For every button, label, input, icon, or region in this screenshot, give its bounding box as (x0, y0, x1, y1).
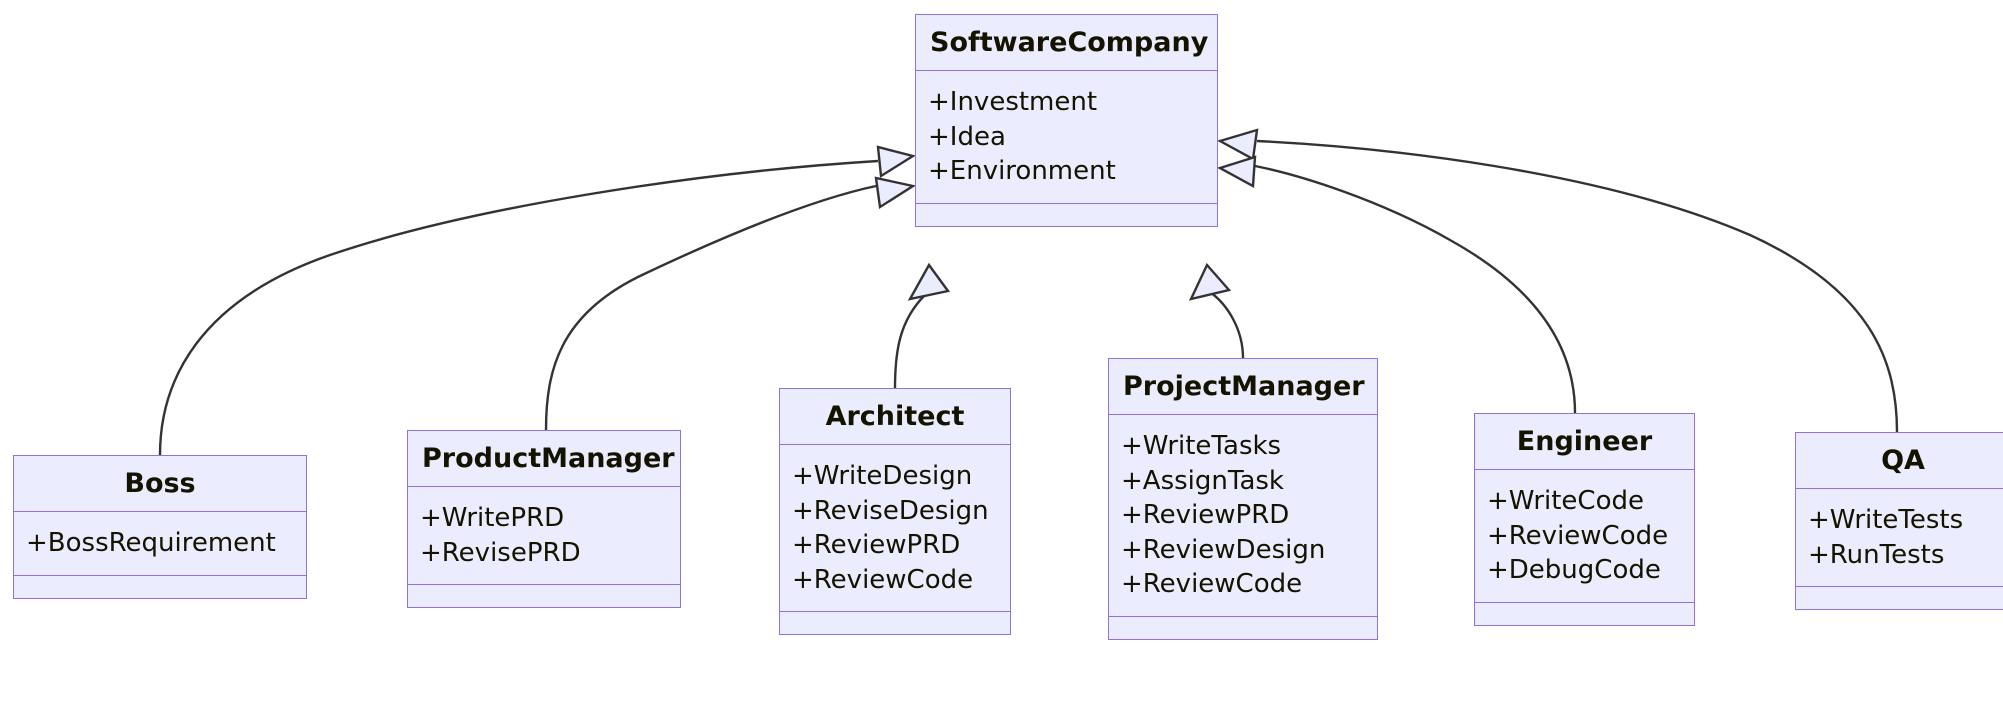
class-title: ProjectManager (1109, 359, 1377, 415)
class-node-qa[interactable]: QA +WriteTests +RunTests (1795, 432, 2003, 611)
class-attribute: +ReviewPRD (792, 530, 961, 561)
class-attributes: +Investment +Idea +Environment (916, 71, 1217, 204)
class-attribute: +ReviewPRD (1121, 500, 1290, 531)
inheritance-arrow-qa (1216, 128, 1259, 161)
class-attribute: +WriteDesign (792, 461, 973, 491)
class-attribute: +Investment (928, 87, 1098, 117)
class-attribute: +WriteTasks (1121, 431, 1282, 461)
class-attribute: +AssignTask (1121, 465, 1284, 496)
class-methods (1796, 587, 2003, 609)
inheritance-arrow-architect (907, 262, 951, 301)
class-attribute: +DebugCode (1487, 555, 1661, 586)
class-attributes: +WriteTasks +AssignTask +ReviewPRD +Revi… (1109, 415, 1377, 617)
class-title: Boss (14, 456, 306, 512)
class-attribute: +ReviewDesign (1121, 534, 1326, 565)
inheritance-arrow-boss (876, 145, 917, 179)
class-title: Architect (780, 389, 1010, 445)
class-attributes: +WriteDesign +ReviseDesign +ReviewPRD +R… (780, 445, 1010, 613)
edge-boss-to-softwarecompany (158, 159, 879, 456)
class-node-boss[interactable]: Boss +BossRequirement (13, 455, 307, 599)
class-title: QA (1796, 433, 2003, 489)
class-methods (408, 585, 680, 607)
class-attribute: +WriteCode (1487, 486, 1644, 516)
class-attributes: +WritePRD +RevisePRD (408, 487, 680, 586)
class-methods (1475, 603, 1694, 625)
class-methods (780, 612, 1010, 634)
class-attribute: +ReviewCode (1121, 569, 1303, 600)
class-attribute: +Idea (928, 121, 1006, 152)
edge-architect-to-softwarecompany (893, 294, 926, 389)
inheritance-arrow-projectmanager (1188, 262, 1232, 301)
class-node-engineer[interactable]: Engineer +WriteCode +ReviewCode +DebugCo… (1474, 413, 1695, 626)
class-methods (1109, 617, 1377, 639)
class-attributes: +WriteTests +RunTests (1796, 489, 2003, 588)
class-attribute: +WritePRD (420, 503, 565, 533)
class-attributes: +BossRequirement (14, 512, 306, 576)
class-attribute: +BossRequirement (26, 528, 276, 558)
class-title: SoftwareCompany (916, 15, 1217, 71)
class-node-project-manager[interactable]: ProjectManager +WriteTasks +AssignTask +… (1108, 358, 1378, 640)
class-node-software-company[interactable]: SoftwareCompany +Investment +Idea +Envir… (915, 14, 1218, 227)
inheritance-arrow-productmanager (874, 176, 917, 210)
class-attributes: +WriteCode +ReviewCode +DebugCode (1475, 470, 1694, 603)
class-attribute: +ReviseDesign (792, 495, 989, 526)
class-title: Engineer (1475, 414, 1694, 470)
class-title: ProductManager (408, 431, 680, 487)
class-attribute: +ReviewCode (1487, 520, 1669, 551)
class-methods (916, 204, 1217, 226)
class-attribute: +ReviewCode (792, 564, 974, 595)
class-attribute: +Environment (928, 156, 1116, 187)
class-attribute: +WriteTests (1808, 505, 1964, 535)
class-methods (14, 576, 306, 598)
class-node-product-manager[interactable]: ProductManager +WritePRD +RevisePRD (407, 430, 681, 609)
edge-projectmanager-to-softwarecompany (1209, 291, 1245, 359)
inheritance-arrow-engineer (1216, 155, 1257, 188)
class-attribute: +RevisePRD (420, 537, 581, 568)
class-attribute: +RunTests (1808, 539, 1945, 570)
class-node-architect[interactable]: Architect +WriteDesign +ReviseDesign +Re… (779, 388, 1011, 636)
